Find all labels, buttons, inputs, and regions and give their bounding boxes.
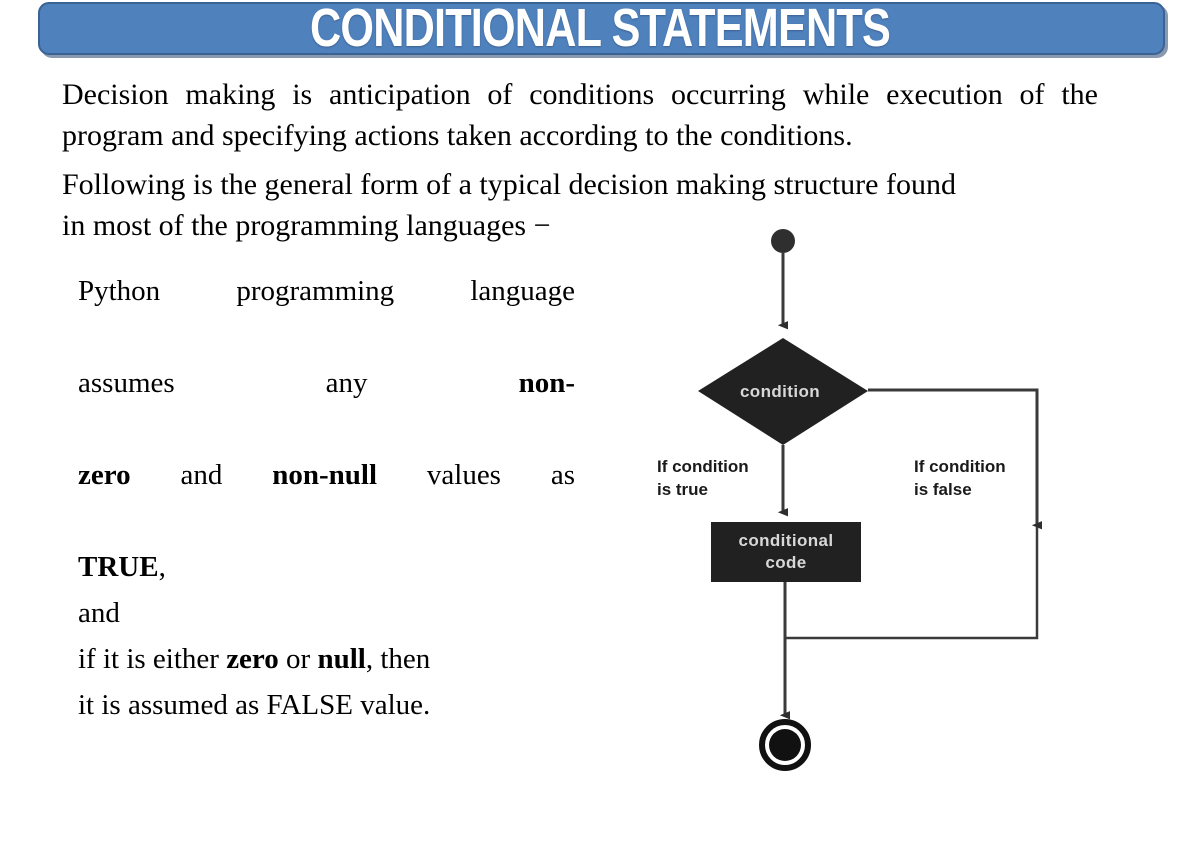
left-column-line-7-text: it is assumed as FALSE value. xyxy=(78,689,431,721)
true-branch-label-line-2: is true xyxy=(657,480,708,499)
left-column-line-4: TRUE, xyxy=(78,544,575,590)
end-node-inner-dot-icon xyxy=(769,729,801,761)
end-node-outer-ring-icon xyxy=(759,719,811,771)
false-branch-label-line-1: If condition xyxy=(914,457,1006,476)
process-box-shape xyxy=(711,522,861,582)
left-column-line-1: Python programming language xyxy=(78,268,575,360)
left-column-line-2-bold: non- xyxy=(518,367,575,399)
left-column-line-3-bold-zero: zero xyxy=(78,459,131,491)
left-column-line-6-mid: or xyxy=(278,643,318,675)
left-column-line-6: if it is either zero or null, then xyxy=(78,636,575,682)
process-box-label-line-1: conditional xyxy=(738,531,833,550)
left-column-line-6-bold-null: null xyxy=(317,643,366,675)
decision-flowchart: condition If condition is true condition… xyxy=(620,215,1090,795)
left-column-line-2: assumes any non- xyxy=(78,360,575,452)
left-column-line-6-post: , then xyxy=(365,643,431,675)
false-branch-label-line-2: is false xyxy=(914,480,972,499)
connector-false-branch-merge xyxy=(785,527,1039,640)
left-column-line-4-post: , xyxy=(158,551,166,583)
left-column-line-1-text: Python programming language xyxy=(78,275,575,307)
left-column-line-5: and xyxy=(78,590,575,636)
connector-decision-false-branch xyxy=(868,388,1043,530)
intro-paragraph-2: Following is the general form of a typic… xyxy=(62,164,1098,246)
left-column-line-7: it is assumed as FALSE value. xyxy=(78,682,575,728)
decision-diamond-shape xyxy=(698,338,868,445)
title-banner xyxy=(38,2,1165,55)
intro-paragraph-1: Decision making is anticipation of condi… xyxy=(62,74,1098,156)
left-column-line-3: zero and non-null values as xyxy=(78,452,575,544)
intro-paragraph-2-line-2: in most of the programming languages − xyxy=(62,209,551,242)
process-box-label-line-2: code xyxy=(765,553,806,572)
start-node-icon xyxy=(771,229,795,253)
left-text-column: Python programming language assumes any … xyxy=(78,268,575,728)
left-column-line-3-bold-nonnull: non-null xyxy=(272,459,378,491)
decision-diamond-label: condition xyxy=(740,382,820,401)
true-branch-label-line-1: If condition xyxy=(657,457,749,476)
intro-paragraph-1-text: Decision making is anticipation of condi… xyxy=(62,78,1098,152)
left-column-line-6-bold-zero: zero xyxy=(226,643,279,675)
left-column-line-4-bold-true: TRUE xyxy=(78,551,159,583)
left-column-line-5-text: and xyxy=(78,597,120,629)
left-column-line-3-mid: and xyxy=(130,459,273,491)
left-column-line-3-post: values as xyxy=(377,459,576,491)
intro-paragraph-2-line-1: Following is the general form of a typic… xyxy=(62,168,956,201)
left-column-line-2-plain: assumes any xyxy=(78,367,519,399)
left-column-line-6-pre: if it is either xyxy=(78,643,227,675)
